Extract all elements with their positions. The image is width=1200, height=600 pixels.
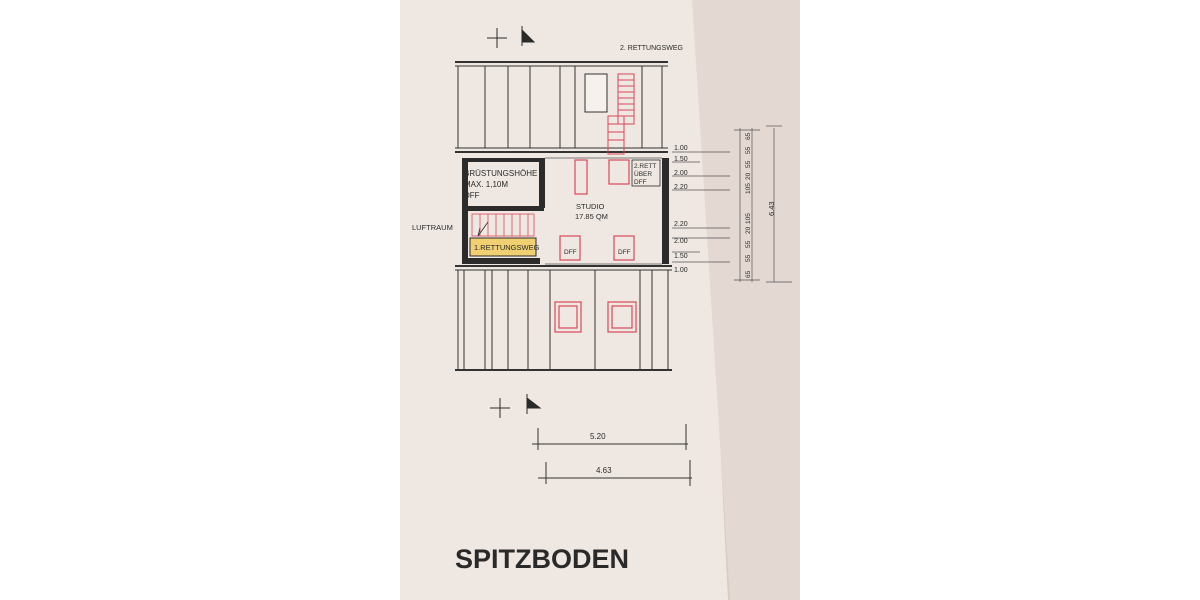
second-escape-box-line2: ÜBER	[634, 170, 652, 178]
room-name: STUDIO	[576, 202, 605, 211]
stair-arrow	[477, 221, 489, 237]
dim-right-7: 1.50	[674, 253, 688, 260]
dim-vertical-10: 65	[745, 132, 752, 140]
dim-right-3: 2.00	[674, 170, 688, 177]
north-arrow-top-icon	[487, 26, 536, 48]
walls	[462, 158, 669, 264]
dimension-lines-right	[672, 125, 792, 283]
parapet-label-line1: BRÜSTUNGSHÖHE	[464, 169, 537, 178]
dim-right-4: 2.20	[674, 184, 688, 191]
paper-sheet-back	[692, 0, 800, 600]
parapet-label-line2: MAX. 1,10M	[464, 180, 508, 189]
dim-total-depth: 6.43	[767, 201, 776, 216]
dim-vertical-9: 55	[745, 146, 752, 154]
roof-ladder	[607, 73, 635, 155]
dim-right-5: 2.20	[674, 221, 688, 228]
plan-title: SPITZBODEN	[455, 544, 629, 574]
skylight-label-2: DFF	[618, 249, 631, 256]
roof-windows-lower	[554, 301, 637, 333]
air-space-label: LUFTRAUM	[412, 223, 453, 232]
room-lines	[545, 157, 662, 265]
dim-width-inner: 4.63	[596, 466, 612, 475]
second-escape-box-line1: 2.RETT	[634, 163, 656, 170]
dim-right-8: 1.00	[674, 267, 688, 274]
dim-right-2: 1.50	[674, 156, 688, 163]
dim-vertical-8: 55	[745, 160, 752, 168]
first-escape-route-label: 1.RETTUNGSWEG	[474, 243, 540, 252]
paper-sheet	[400, 0, 728, 600]
dim-right-1: 1.00	[674, 145, 688, 152]
dim-width-outer: 5.20	[590, 432, 606, 441]
floor-plan-sheet: 2. RETTUNGSWEG BRÜSTUNGSHÖHE MAX. 1,10M …	[400, 0, 800, 600]
room-area: 17.85 QM	[575, 212, 608, 221]
roof-upper	[455, 61, 668, 153]
north-arrow-bottom-icon	[490, 394, 542, 418]
dim-vertical-3: 55	[745, 240, 752, 248]
roof-lower	[455, 265, 672, 371]
parapet-label-line3: DFF	[464, 191, 480, 200]
dim-vertical-1: 65	[745, 270, 752, 278]
skylight-label-1: DFF	[564, 249, 577, 256]
second-escape-route-label: 2. RETTUNGSWEG	[620, 45, 683, 52]
plan-photo: 2. RETTUNGSWEG BRÜSTUNGSHÖHE MAX. 1,10M …	[400, 0, 800, 600]
stair	[471, 213, 535, 237]
first-escape-highlight	[469, 237, 537, 257]
dim-vertical-2: 55	[745, 254, 752, 262]
dim-vertical-7: 20	[745, 172, 752, 180]
dim-right-6: 2.00	[674, 238, 688, 245]
second-escape-box	[631, 159, 661, 187]
second-escape-box-line3: DFF	[634, 179, 647, 186]
dim-vertical-5: 105	[745, 213, 752, 224]
skylights	[559, 159, 635, 261]
dimension-lines-bottom	[532, 424, 692, 486]
dim-vertical-4: 20	[745, 226, 752, 234]
dim-vertical-6: 105	[745, 183, 752, 194]
